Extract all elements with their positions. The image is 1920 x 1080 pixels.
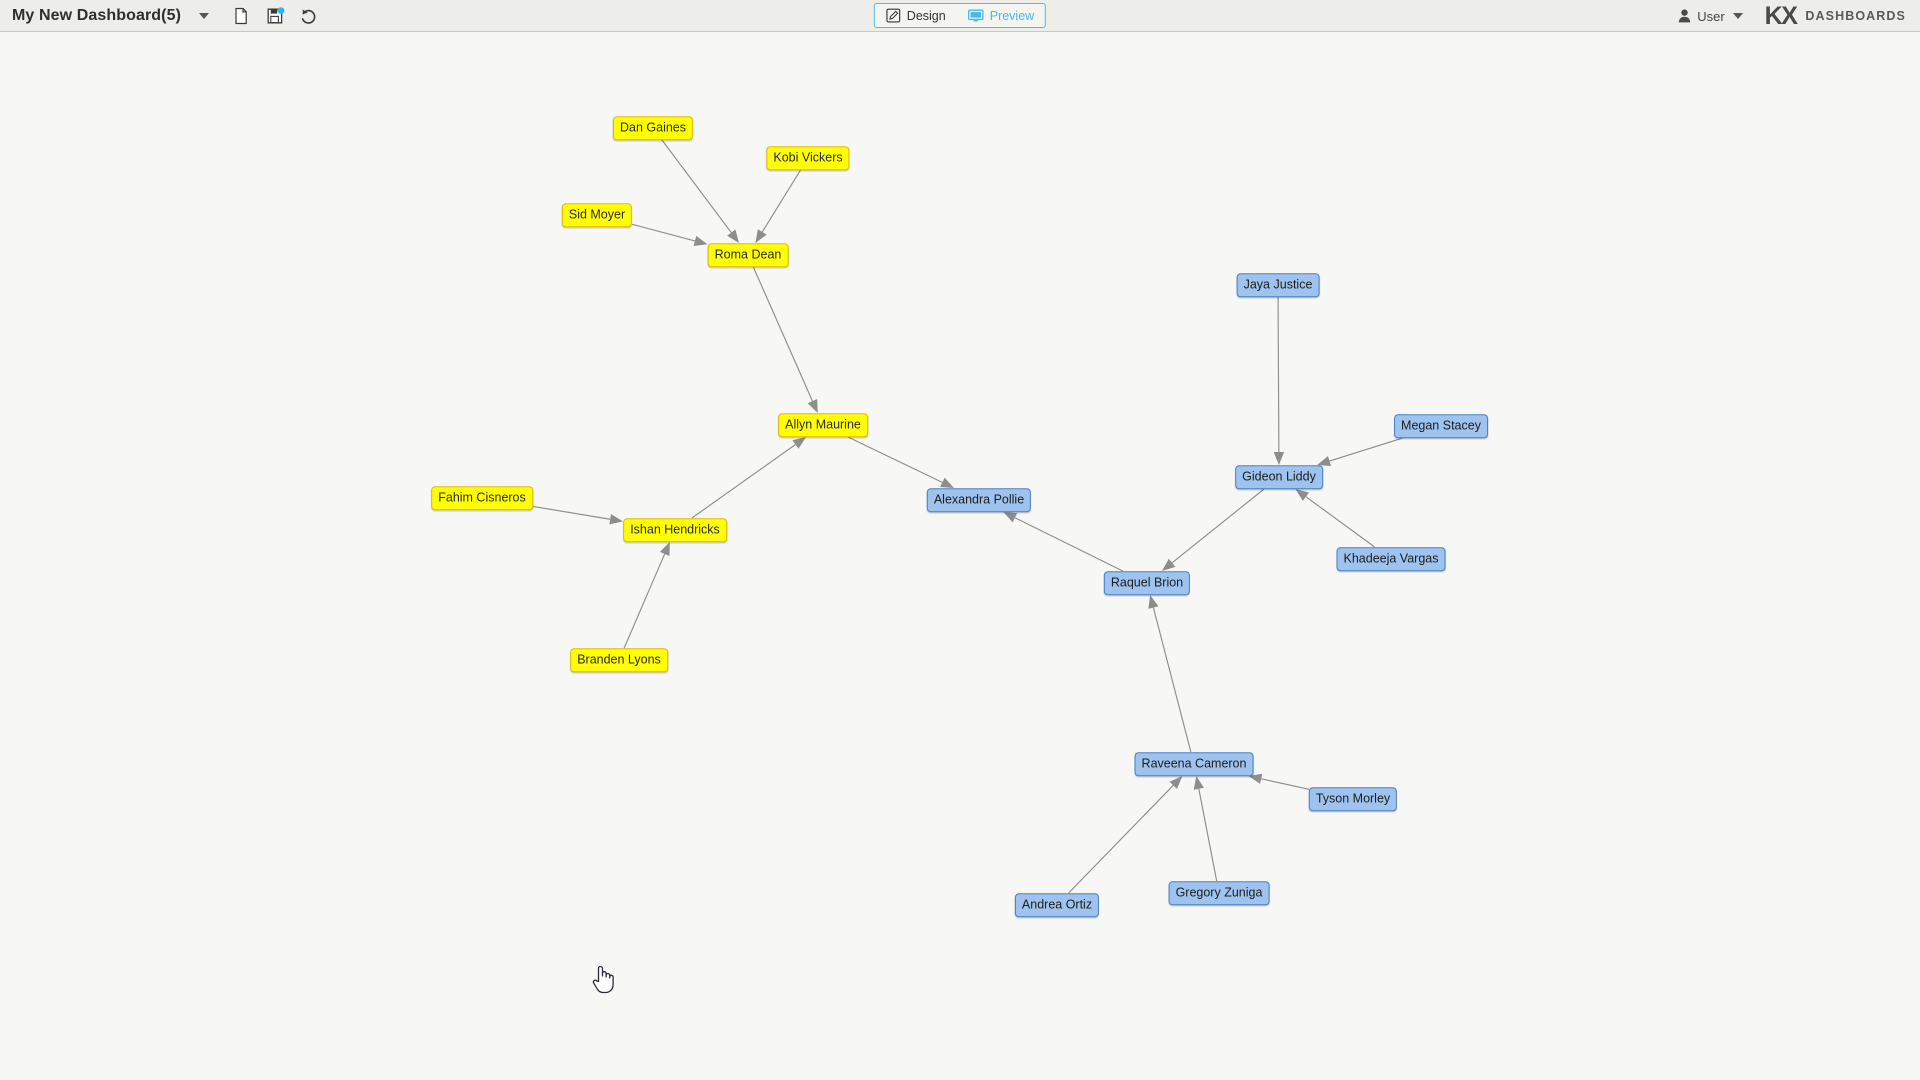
- graph-edge: [1171, 488, 1265, 564]
- tab-design-label: Design: [906, 8, 946, 23]
- graph-edge-arrowhead: [940, 477, 955, 488]
- monitor-icon: [967, 9, 984, 23]
- graph-node-roma-dean[interactable]: Roma Dean: [707, 243, 789, 267]
- pencil-square-icon: [886, 8, 901, 23]
- graph-edge: [761, 169, 802, 233]
- graph-node-allyn-maurine[interactable]: Allyn Maurine: [778, 413, 868, 437]
- header-toolbar: [231, 6, 319, 26]
- graph-edge-arrowhead: [609, 514, 623, 525]
- graph-node-ishan-hendricks[interactable]: Ishan Hendricks: [623, 518, 727, 542]
- new-document-icon[interactable]: [231, 6, 251, 26]
- graph-edge-arrowhead: [1161, 558, 1176, 571]
- graph-edge: [1068, 784, 1174, 894]
- tab-preview-label: Preview: [989, 8, 1035, 23]
- graph-edge: [1152, 607, 1192, 753]
- graph-edge-arrowhead: [1295, 489, 1309, 501]
- graph-edge-arrowhead: [727, 229, 740, 243]
- graph-edge-arrowhead: [1317, 456, 1332, 467]
- graph-edge-arrowhead: [807, 399, 818, 413]
- graph-node-tyson-morley[interactable]: Tyson Morley: [1308, 787, 1398, 811]
- page-title: My New Dashboard(5): [12, 6, 182, 24]
- graph-edge: [661, 139, 732, 233]
- graph-node-gideon-liddy[interactable]: Gideon Liddy: [1235, 465, 1323, 489]
- graph-edge: [847, 436, 943, 483]
- graph-node-kobi-vickers[interactable]: Kobi Vickers: [766, 146, 850, 170]
- graph-edge: [691, 444, 796, 519]
- graph-edge: [1014, 517, 1123, 572]
- revert-icon[interactable]: [299, 6, 319, 26]
- graph-edge-arrowhead: [693, 235, 708, 246]
- graph-node-raveena-cameron[interactable]: Raveena Cameron: [1134, 752, 1254, 776]
- graph-node-dan-gaines[interactable]: Dan Gaines: [612, 116, 694, 140]
- tab-design[interactable]: Design: [875, 4, 957, 27]
- graph-node-fahim-cisneros[interactable]: Fahim Cisneros: [431, 486, 533, 510]
- graph-edge-arrowhead: [1248, 773, 1263, 784]
- graph-edge-layer: [532, 139, 1404, 894]
- graph-edge: [532, 505, 611, 520]
- tab-preview[interactable]: Preview: [957, 4, 1045, 27]
- header-right-group: User KX DASHBOARDS: [1678, 0, 1920, 32]
- app-header: My New Dashboard(5): [0, 0, 1920, 32]
- graph-node-gregory-zuniga[interactable]: Gregory Zuniga: [1168, 881, 1270, 905]
- graph-edge-arrowhead: [1003, 512, 1018, 523]
- graph-edge: [752, 266, 813, 402]
- chevron-down-icon[interactable]: [1732, 13, 1743, 19]
- graph-edge: [1329, 437, 1404, 462]
- mode-toggle: Design Preview: [873, 3, 1047, 28]
- graph-node-khadeeja-vargas[interactable]: Khadeeja Vargas: [1336, 547, 1446, 571]
- user-icon: [1678, 9, 1691, 23]
- brand-logo: KX DASHBOARDS: [1765, 2, 1906, 31]
- graph-node-alexandra-pollie[interactable]: Alexandra Pollie: [926, 488, 1032, 512]
- graph-edge: [631, 223, 696, 242]
- graph-edge-arrowhead: [755, 229, 767, 243]
- graph-edge-arrowhead: [1273, 451, 1285, 465]
- graph-node-jaya-justice[interactable]: Jaya Justice: [1236, 273, 1320, 297]
- graph-node-andrea-ortiz[interactable]: Andrea Ortiz: [1014, 893, 1100, 917]
- brand-product-name: DASHBOARDS: [1805, 9, 1906, 23]
- graph-edge-arrowhead: [1193, 776, 1204, 790]
- kx-logo: KX: [1764, 1, 1798, 30]
- graph-node-sid-moyer[interactable]: Sid Moyer: [561, 203, 633, 227]
- graph-edge: [1277, 296, 1280, 453]
- graph-node-megan-stacey[interactable]: Megan Stacey: [1394, 414, 1488, 438]
- graph-node-branden-lyons[interactable]: Branden Lyons: [570, 648, 668, 672]
- graph-edge-arrowhead: [1169, 776, 1183, 789]
- chevron-down-icon[interactable]: [199, 12, 210, 19]
- graph-edge-arrowhead: [792, 437, 807, 449]
- graph-edge: [1305, 496, 1375, 548]
- user-menu[interactable]: User: [1678, 8, 1743, 24]
- graph-node-raquel-brion[interactable]: Raquel Brion: [1103, 571, 1191, 595]
- graph-edge: [623, 553, 666, 649]
- graph-edge-arrowhead: [1148, 595, 1159, 609]
- user-menu-label: User: [1697, 8, 1725, 24]
- graph-edge: [1261, 778, 1310, 790]
- save-icon[interactable]: [265, 6, 285, 26]
- graph-edge-arrowhead: [659, 542, 670, 556]
- graph-edge: [1198, 788, 1218, 882]
